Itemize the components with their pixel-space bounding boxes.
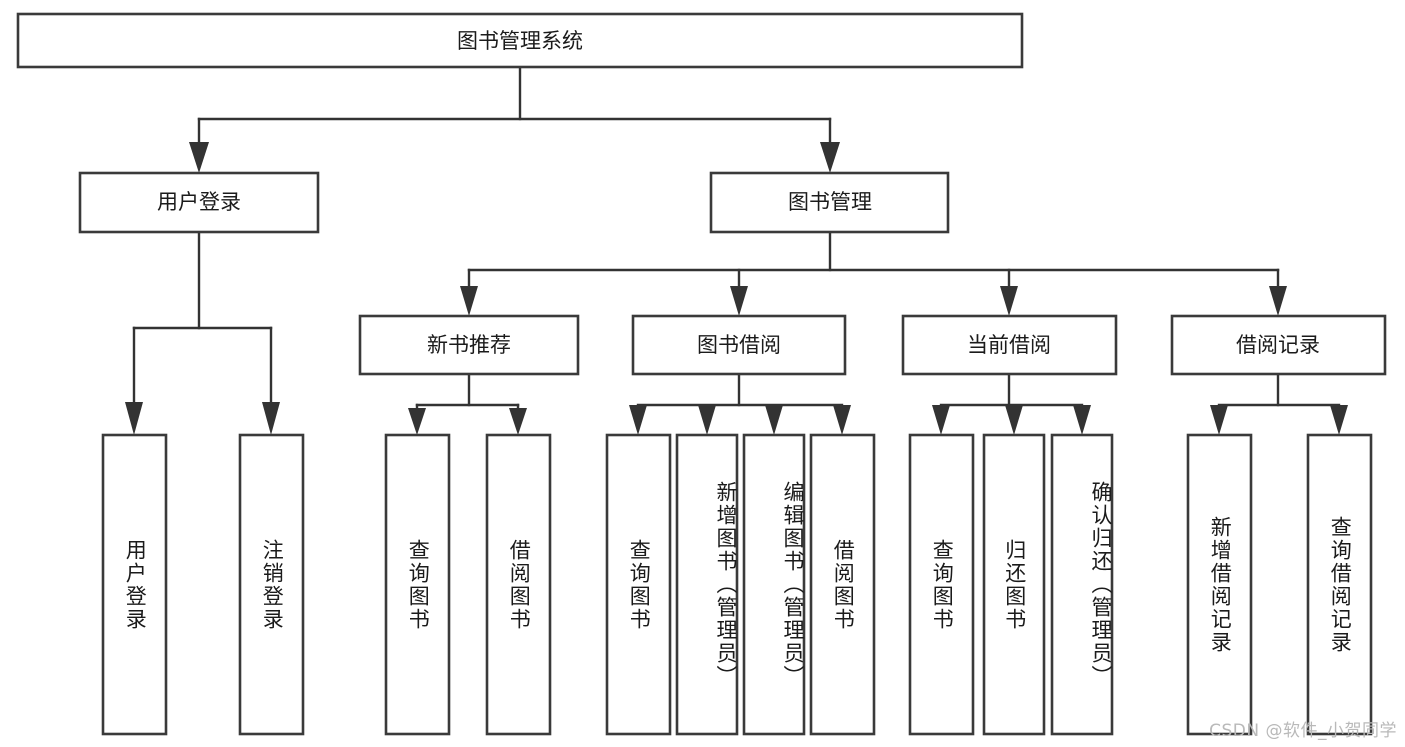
node-leaf-edit-book-box[interactable] <box>742 433 806 736</box>
node-leaf-query-record-box[interactable] <box>1306 433 1373 736</box>
node-new-book-rec-label: 新书推荐 <box>427 333 511 357</box>
node-current-borrow[interactable]: 当前借阅 <box>901 314 1118 376</box>
connector-group-root-to-level2 <box>189 65 840 173</box>
arrow-head-book-manage <box>820 142 840 173</box>
node-leaf-borrow-book-rec-label: 借阅图书 <box>507 538 532 631</box>
node-root-box[interactable] <box>16 12 1024 69</box>
connector-group-new-book-rec-leaves <box>408 372 527 435</box>
node-current-borrow-box[interactable] <box>901 314 1118 376</box>
leaf-boxes <box>101 433 1373 736</box>
connector-group-user-login-leaves <box>125 230 280 435</box>
node-leaf-confirm-return-box[interactable] <box>1050 433 1114 736</box>
arrow-head-leaf-borrow-book-rec <box>509 408 527 435</box>
node-leaf-return-book-label: 归还图书 <box>1002 538 1027 631</box>
node-leaf-return-book-box[interactable] <box>982 433 1046 736</box>
node-user-login[interactable]: 用户登录 <box>78 171 320 234</box>
node-leaf-query-book-cur-box[interactable] <box>908 433 975 736</box>
node-leaf-user-logout-box[interactable] <box>238 433 305 736</box>
arrow-head-current-borrow <box>1000 286 1018 316</box>
node-user-login-label: 用户登录 <box>157 190 241 214</box>
arrow-head-leaf-edit-book <box>765 405 783 435</box>
arrow-head-borrow-record <box>1269 286 1287 316</box>
node-root-label: 图书管理系统 <box>457 29 583 53</box>
arrow-head-book-borrow <box>730 286 748 316</box>
node-leaf-edit-book-label: 编辑图书（管理员） <box>781 481 805 688</box>
arrow-head-leaf-query-record <box>1330 405 1348 435</box>
arrow-head-leaf-query-book-borrow <box>629 405 647 435</box>
arrow-head-user-login <box>189 142 209 173</box>
node-current-borrow-label: 当前借阅 <box>967 333 1051 357</box>
node-leaf-query-record-label: 查询借阅记录 <box>1328 515 1353 654</box>
arrow-head-leaf-user-logout <box>262 402 280 435</box>
node-leaf-add-book-label: 新增图书（管理员） <box>714 481 738 688</box>
node-borrow-record-box[interactable] <box>1170 314 1387 376</box>
node-leaf-borrow-book-box[interactable] <box>809 433 876 736</box>
node-leaf-query-book-rec-box[interactable] <box>384 433 451 736</box>
arrow-head-new-book-rec <box>460 286 478 316</box>
connector-group-current-borrow-leaves <box>932 372 1091 435</box>
arrow-head-leaf-borrow-book <box>833 405 851 435</box>
node-leaf-confirm-return-label: 确认归还（管理员） <box>1089 481 1113 688</box>
arrow-head-leaf-add-record <box>1210 405 1228 435</box>
csdn-watermark: CSDN @软件_小贺同学 <box>1209 721 1397 741</box>
node-new-book-rec[interactable]: 新书推荐 <box>358 314 580 376</box>
node-borrow-record[interactable]: 借阅记录 <box>1170 314 1387 376</box>
node-user-login-box[interactable] <box>78 171 320 234</box>
node-book-manage-label: 图书管理 <box>788 190 872 214</box>
node-leaf-query-book-cur-label: 查询图书 <box>930 538 955 631</box>
node-leaf-user-login-label: 用户登录 <box>123 538 148 631</box>
node-leaf-borrow-book-rec-box[interactable] <box>485 433 552 736</box>
node-book-borrow[interactable]: 图书借阅 <box>631 314 847 376</box>
arrow-head-leaf-add-book <box>698 405 716 435</box>
arrow-head-leaf-user-login <box>125 402 143 435</box>
node-leaf-user-logout-label: 注销登录 <box>260 538 285 631</box>
node-book-manage[interactable]: 图书管理 <box>709 171 950 234</box>
node-leaf-query-book-rec-label: 查询图书 <box>406 538 431 631</box>
connector-group-borrow-record-leaves <box>1210 372 1348 435</box>
connector-group-book-borrow-leaves <box>629 372 851 435</box>
node-leaf-add-record-box[interactable] <box>1186 433 1253 736</box>
node-leaf-add-book-box[interactable] <box>675 433 739 736</box>
node-leaf-add-record-label: 新增借阅记录 <box>1208 515 1233 654</box>
connector-group-book-manage-to-level3 <box>460 230 1287 316</box>
arrow-head-leaf-query-book-rec <box>408 408 426 435</box>
node-new-book-rec-box[interactable] <box>358 314 580 376</box>
node-book-borrow-box[interactable] <box>631 314 847 376</box>
node-leaf-user-login-box[interactable] <box>101 433 168 736</box>
node-book-borrow-label: 图书借阅 <box>697 333 781 357</box>
node-book-manage-box[interactable] <box>709 171 950 234</box>
node-borrow-record-label: 借阅记录 <box>1236 333 1320 357</box>
arrow-head-leaf-confirm-return <box>1073 405 1091 435</box>
arrow-head-leaf-return-book <box>1005 405 1023 435</box>
node-leaf-borrow-book-label: 借阅图书 <box>831 538 856 631</box>
node-leaf-query-book-borrow-box[interactable] <box>605 433 672 736</box>
node-leaf-query-book-borrow-label: 查询图书 <box>627 538 652 631</box>
arrow-head-leaf-query-book-cur <box>932 405 950 435</box>
node-root[interactable]: 图书管理系统 <box>16 12 1024 69</box>
